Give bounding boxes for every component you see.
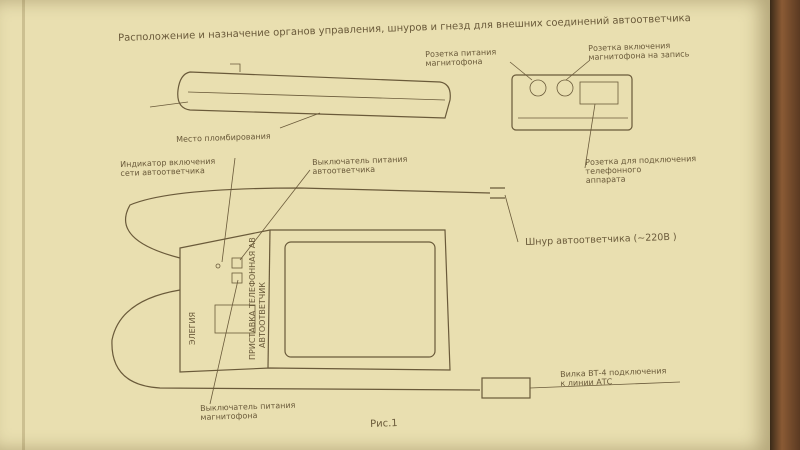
side-view-knob: [230, 63, 241, 72]
plug-pointer: [529, 381, 681, 389]
device-lid: [284, 241, 436, 358]
table-edge: [770, 0, 800, 450]
cord-pointer: [504, 194, 519, 243]
side-view-wire: [149, 101, 189, 108]
side-view-line: [187, 91, 446, 101]
indicator-pointer: [221, 157, 236, 263]
rear-phone-socket: [579, 81, 619, 105]
device-brand: ЭЛЕГИЯ: [188, 311, 197, 345]
power-switch-pointer: [239, 169, 311, 261]
page-fold: [22, 0, 25, 450]
rear-pointer-3: [584, 103, 596, 169]
bt4-plug-graphic: [481, 377, 531, 399]
document-page: [0, 0, 770, 450]
rear-pointer-1: [509, 61, 533, 81]
figure-caption: Рис.1: [369, 418, 398, 430]
side-view-body: [177, 71, 451, 119]
rear-socket-1: [529, 79, 547, 97]
rear-view-body: [511, 74, 633, 131]
indicator-graphic: [215, 263, 221, 269]
sealing-pointer: [279, 112, 321, 129]
device-body: [179, 229, 451, 373]
power-switch-graphic: [231, 257, 243, 269]
power-plug: [490, 187, 505, 199]
device-model-2: АВТООТВЕТЧИК: [258, 282, 267, 348]
line-cord: [111, 289, 481, 391]
power-cord: [125, 187, 491, 259]
device-edge: [267, 229, 271, 369]
rear-pointer-2: [565, 59, 591, 81]
device-model: ПРИСТАВКА ТЕЛЕФОННАЯ АВ: [248, 237, 257, 360]
speaker-grille: [214, 304, 256, 334]
recorder-switch-graphic: [231, 272, 243, 284]
rear-socket-2: [556, 79, 574, 97]
recorder-switch-pointer: [209, 279, 239, 405]
